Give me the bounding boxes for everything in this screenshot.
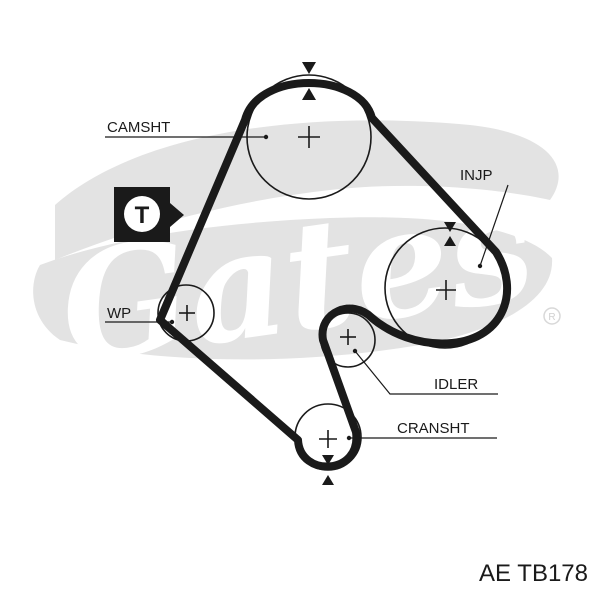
idler-leader-line xyxy=(354,350,498,395)
water-pump-center-mark xyxy=(179,305,195,321)
part-number: AE TB178 xyxy=(479,560,588,587)
camshaft-timing-mark-outer xyxy=(302,62,316,74)
injection-pump-timing-mark-inner xyxy=(444,236,456,246)
injection-pump-label: INJP xyxy=(460,167,493,184)
idler-label: IDLER xyxy=(434,376,478,393)
camshaft-label: CAMSHT xyxy=(107,119,170,136)
registered-letter: R xyxy=(548,312,555,323)
crankshaft-label: CRANSHT xyxy=(397,420,470,437)
tensioner-badge-circle xyxy=(124,196,160,232)
camshaft-timing-mark-inner xyxy=(302,88,316,100)
tensioner-letter: T xyxy=(135,202,150,229)
crankshaft-timing-mark-outer xyxy=(322,475,334,485)
idler-center-mark xyxy=(340,329,356,345)
crankshaft-center-mark xyxy=(319,430,337,448)
timing-belt xyxy=(156,79,512,471)
watermark-swoosh xyxy=(55,120,559,260)
gates-watermark: Gates R xyxy=(33,120,561,398)
injection-pump-leader-line xyxy=(479,184,509,267)
registered-mark xyxy=(543,307,561,325)
injection-pump-center-mark xyxy=(436,280,456,300)
crankshaft-timing-mark-inner xyxy=(322,455,334,465)
water-pump-label: WP xyxy=(107,305,131,322)
injection-pump-timing-mark-outer xyxy=(444,222,456,232)
camshaft-center-mark xyxy=(298,126,320,148)
tensioner-symbol: T xyxy=(114,187,184,242)
